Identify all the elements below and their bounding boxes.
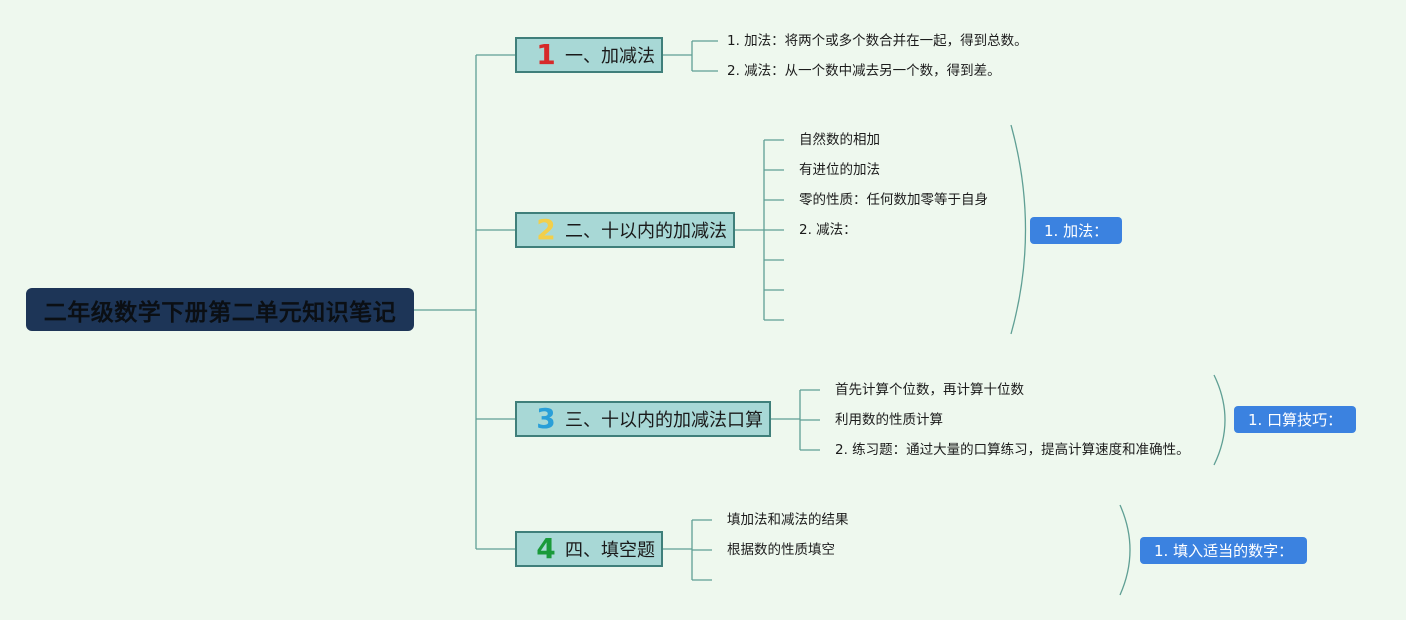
root-topic[interactable]: 二年级数学下册第二单元知识笔记 — [26, 288, 414, 331]
branch-label: 三、十以内的加减法口算 — [565, 410, 763, 431]
summary-bracket-2 — [1010, 124, 1027, 335]
list-item[interactable]: 2. 练习题：通过大量的口算练习，提高计算速度和准确性。 — [835, 442, 1190, 458]
list-item[interactable]: 根据数的性质填空 — [727, 542, 835, 558]
list-item[interactable]: 有进位的加法 — [799, 162, 880, 178]
number-4-icon: 4 — [536, 532, 556, 565]
number-1-icon: 1 — [536, 38, 556, 71]
branch-label: 四、填空题 — [565, 540, 655, 561]
branch-label: 一、加减法 — [565, 46, 655, 67]
branch-1[interactable]: 1 一、加减法 — [515, 37, 663, 73]
list-item[interactable]: 2. 减法： — [799, 222, 857, 238]
root-title: 二年级数学下册第二单元知识笔记 — [43, 299, 397, 326]
list-item[interactable]: 填加法和减法的结果 — [727, 512, 849, 528]
summary-node-2[interactable]: 1. 加法： — [1030, 217, 1123, 244]
summary-node-3[interactable]: 1. 口算技巧： — [1234, 406, 1357, 433]
summary-bracket-4 — [1119, 504, 1131, 596]
list-item[interactable]: 首先计算个位数，再计算十位数 — [835, 382, 1024, 398]
list-item[interactable]: 零的性质：任何数加零等于自身 — [799, 192, 988, 208]
list-item[interactable]: 2. 减法：从一个数中减去另一个数，得到差。 — [727, 63, 1001, 79]
list-item[interactable]: 利用数的性质计算 — [835, 412, 943, 428]
branch-4[interactable]: 4 四、填空题 — [515, 531, 663, 567]
list-item[interactable]: 1. 加法：将两个或多个数合并在一起，得到总数。 — [727, 33, 1028, 49]
list-item[interactable]: 自然数的相加 — [799, 132, 880, 148]
number-2-icon: 2 — [536, 213, 556, 246]
branch-label: 二、十以内的加减法 — [565, 221, 727, 242]
branch-3[interactable]: 3 三、十以内的加减法口算 — [515, 401, 771, 437]
branch-2[interactable]: 2 二、十以内的加减法 — [515, 212, 735, 248]
summary-node-4[interactable]: 1. 填入适当的数字： — [1140, 537, 1308, 564]
number-3-icon: 3 — [536, 402, 556, 435]
summary-bracket-3 — [1213, 374, 1226, 466]
